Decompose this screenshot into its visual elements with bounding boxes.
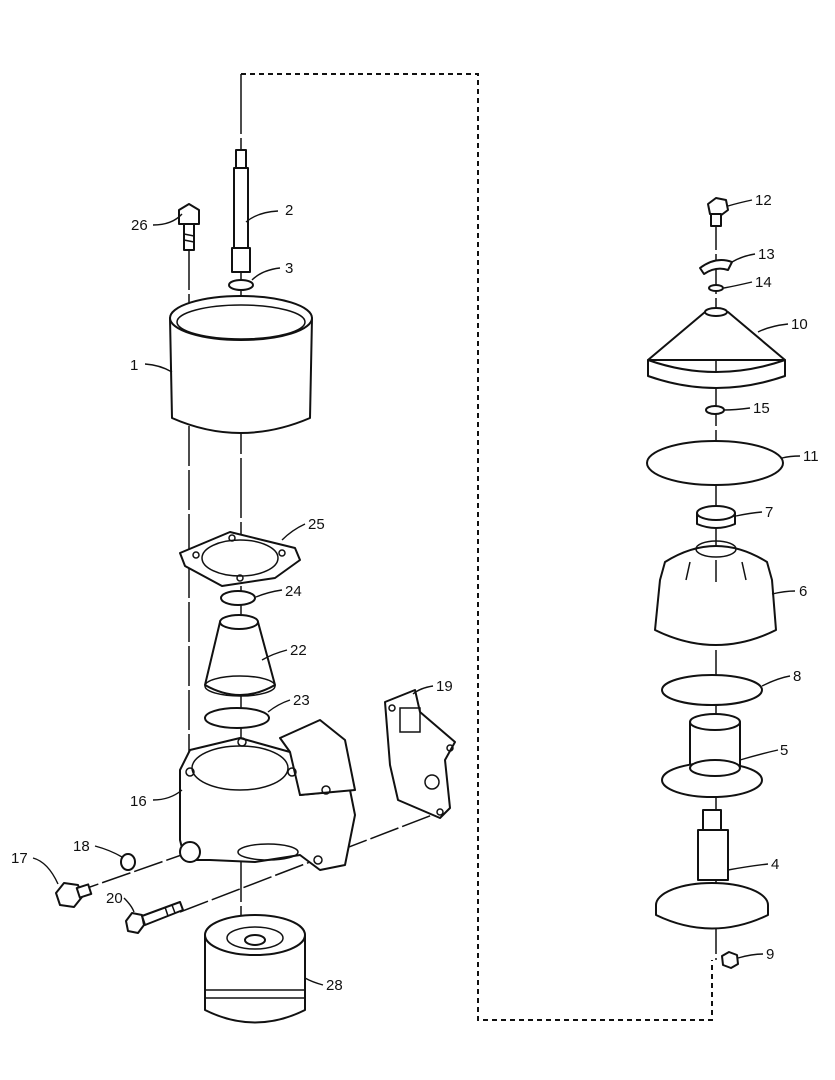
callout-19: 19 — [436, 678, 453, 695]
callout-14: 14 — [755, 274, 772, 291]
callout-5: 5 — [780, 742, 788, 759]
callout-12: 12 — [755, 192, 772, 209]
part-6-rotor-housing[interactable] — [654, 540, 777, 646]
callout-13: 13 — [758, 246, 775, 263]
callout-18: 18 — [73, 838, 90, 855]
callout-20: 20 — [106, 890, 123, 907]
part-14-washer[interactable] — [708, 284, 724, 292]
part-15-washer[interactable] — [705, 405, 725, 415]
callout-9: 9 — [766, 946, 774, 963]
callout-4: 4 — [771, 856, 779, 873]
callout-24: 24 — [285, 583, 302, 600]
part-16-housing[interactable] — [179, 719, 356, 871]
callout-16: 16 — [130, 793, 147, 810]
callout-6: 6 — [799, 583, 807, 600]
callout-26: 26 — [131, 217, 148, 234]
part-10-cover[interactable] — [647, 307, 786, 389]
part-28-spin-on-filter[interactable] — [204, 914, 306, 1024]
part-19-gasket-plate[interactable] — [384, 689, 456, 819]
part-12-hex-bolt[interactable] — [707, 197, 729, 227]
part-17-bolt[interactable] — [55, 882, 93, 908]
part-20-bolt[interactable] — [125, 901, 184, 934]
part-13-clip[interactable] — [699, 259, 733, 275]
part-24-oring[interactable] — [220, 590, 256, 606]
part-7-bushing[interactable] — [696, 505, 736, 529]
part-25-gasket[interactable] — [179, 531, 301, 587]
part-18-washer[interactable] — [120, 853, 136, 871]
leader-lines — [32, 199, 801, 986]
part-23-oring[interactable] — [204, 707, 270, 729]
callout-23: 23 — [293, 692, 310, 709]
callout-10: 10 — [791, 316, 808, 333]
part-2-spindle[interactable] — [231, 149, 251, 273]
callout-28: 28 — [326, 977, 343, 994]
part-5-strainer[interactable] — [661, 713, 763, 798]
part-11-oring[interactable] — [646, 440, 784, 486]
callout-15: 15 — [753, 400, 770, 417]
callout-7: 7 — [765, 504, 773, 521]
callout-1: 1 — [130, 357, 138, 374]
callout-2: 2 — [285, 202, 293, 219]
part-8-oring[interactable] — [661, 674, 763, 706]
assembly-connector-dashed — [241, 73, 713, 1021]
part-1-bowl[interactable] — [169, 295, 313, 434]
part-9-screw[interactable] — [721, 951, 739, 969]
callout-3: 3 — [285, 260, 293, 277]
part-26-bolt[interactable] — [178, 203, 200, 251]
callout-17: 17 — [11, 850, 28, 867]
part-22-cone[interactable] — [204, 614, 276, 697]
callout-25: 25 — [308, 516, 325, 533]
callout-11: 11 — [803, 448, 819, 465]
part-4-spindle-base[interactable] — [655, 809, 769, 930]
part-3-washer[interactable] — [228, 279, 254, 291]
callout-8: 8 — [793, 668, 801, 685]
callout-22: 22 — [290, 642, 307, 659]
